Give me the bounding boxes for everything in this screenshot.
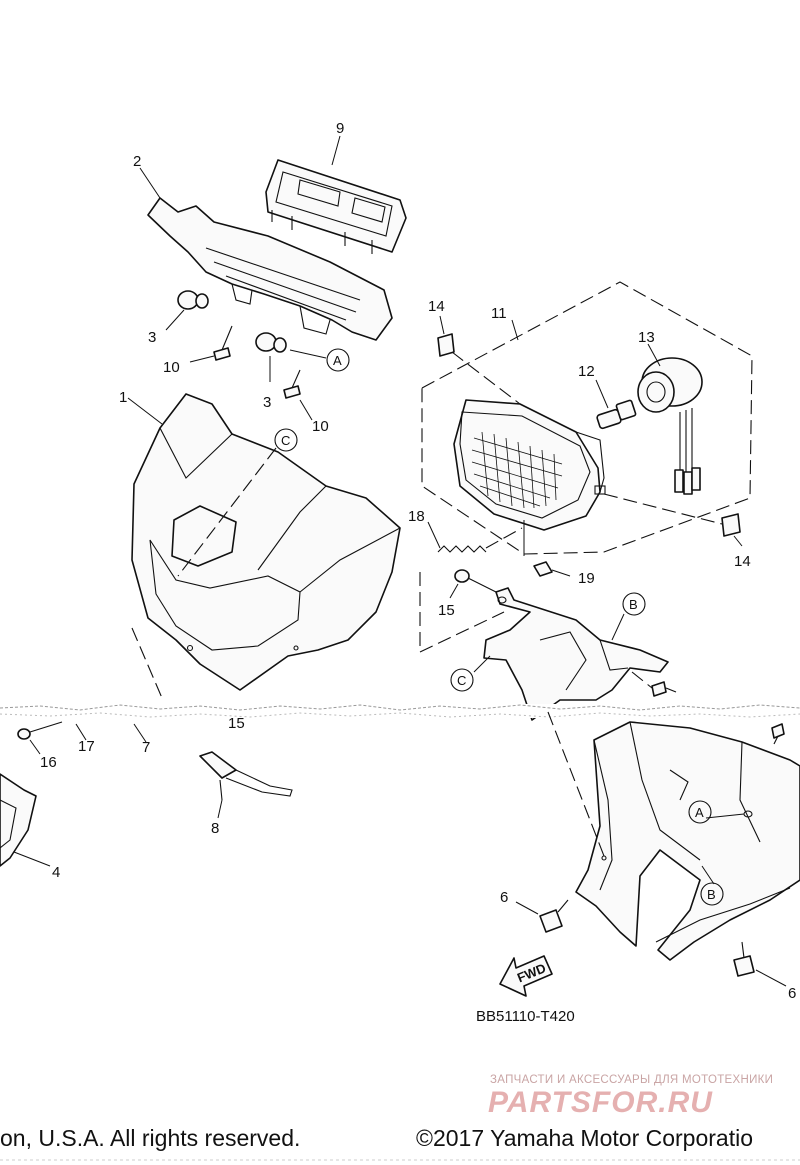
ref-a-lower: A [688, 800, 712, 824]
meter-bracket [139, 167, 393, 341]
svg-text:B: B [629, 597, 638, 612]
label-14a: 14 [428, 298, 445, 315]
bulb [595, 379, 637, 430]
label-12: 12 [578, 363, 595, 380]
headlight-cowl [127, 393, 401, 699]
svg-text:A: A [333, 353, 342, 368]
label-10b: 10 [312, 418, 329, 435]
meter-assembly [265, 135, 407, 254]
side-cover [0, 773, 51, 867]
ref-b-lower: B [700, 882, 724, 906]
screw-6b [733, 941, 787, 987]
fwd-arrow-icon: FWD [499, 955, 553, 997]
label-13: 13 [638, 329, 655, 346]
label-19: 19 [578, 570, 595, 587]
ref-a-upper: A [326, 348, 350, 372]
svg-text:A: A [695, 805, 704, 820]
screw-6a [515, 899, 569, 933]
label-17: 17 [78, 738, 95, 755]
bolt-10b [283, 369, 313, 421]
svg-text:B: B [707, 887, 716, 902]
adjusting-spring [427, 521, 523, 553]
bolt-upper-right [771, 723, 785, 745]
ref-b-upper: B [622, 592, 646, 616]
watermark-logo: PARTSFOR.RU [488, 1086, 713, 1119]
label-7: 7 [142, 739, 150, 756]
label-1: 1 [119, 389, 127, 406]
label-2: 2 [133, 153, 141, 170]
damper-3a [165, 290, 209, 331]
screw-15a [449, 569, 497, 599]
under-cowling [547, 711, 800, 961]
footer-copyright: ©2017 Yamaha Motor Corporatio [416, 1125, 753, 1151]
label-15a: 15 [438, 602, 455, 619]
bulb-socket [637, 343, 703, 495]
headlight-unit [453, 399, 606, 556]
clip-14b [603, 493, 743, 547]
headlight-assembly-box [421, 281, 753, 555]
ref-c-lower: C [450, 668, 474, 692]
label-6a: 6 [500, 889, 508, 906]
label-6b: 6 [788, 985, 796, 1002]
damper-3b [255, 332, 287, 382]
label-9: 9 [336, 120, 344, 137]
nut-19 [533, 561, 571, 577]
label-3a: 3 [148, 329, 156, 346]
clip-14a [437, 315, 521, 405]
label-14b: 14 [734, 553, 751, 570]
tear-seam [0, 704, 800, 718]
label-11: 11 [491, 305, 507, 322]
svg-text:C: C [281, 433, 290, 448]
footer-rights: on, U.S.A. All rights reserved. [0, 1125, 300, 1151]
watermark-caption: ЗАПЧАСТИ И АКСЕССУАРЫ ДЛЯ МОТОТЕХНИКИ [490, 1074, 773, 1086]
label-3b: 3 [263, 394, 271, 411]
label-4: 4 [52, 864, 60, 881]
label-15b: 15 [228, 715, 245, 732]
bolt-bracket [631, 671, 677, 697]
label-18: 18 [408, 508, 425, 525]
bolt-10a [189, 325, 233, 363]
bolt-16 [17, 721, 63, 755]
label-16: 16 [40, 754, 57, 771]
label-10a: 10 [163, 359, 180, 376]
svg-text:C: C [457, 673, 466, 688]
diagram-code: BB51110-T420 [476, 1008, 575, 1025]
cable-tie [199, 751, 293, 819]
headlight-bracket [419, 572, 669, 721]
label-8: 8 [211, 820, 219, 837]
ref-c-upper: C [274, 428, 298, 452]
